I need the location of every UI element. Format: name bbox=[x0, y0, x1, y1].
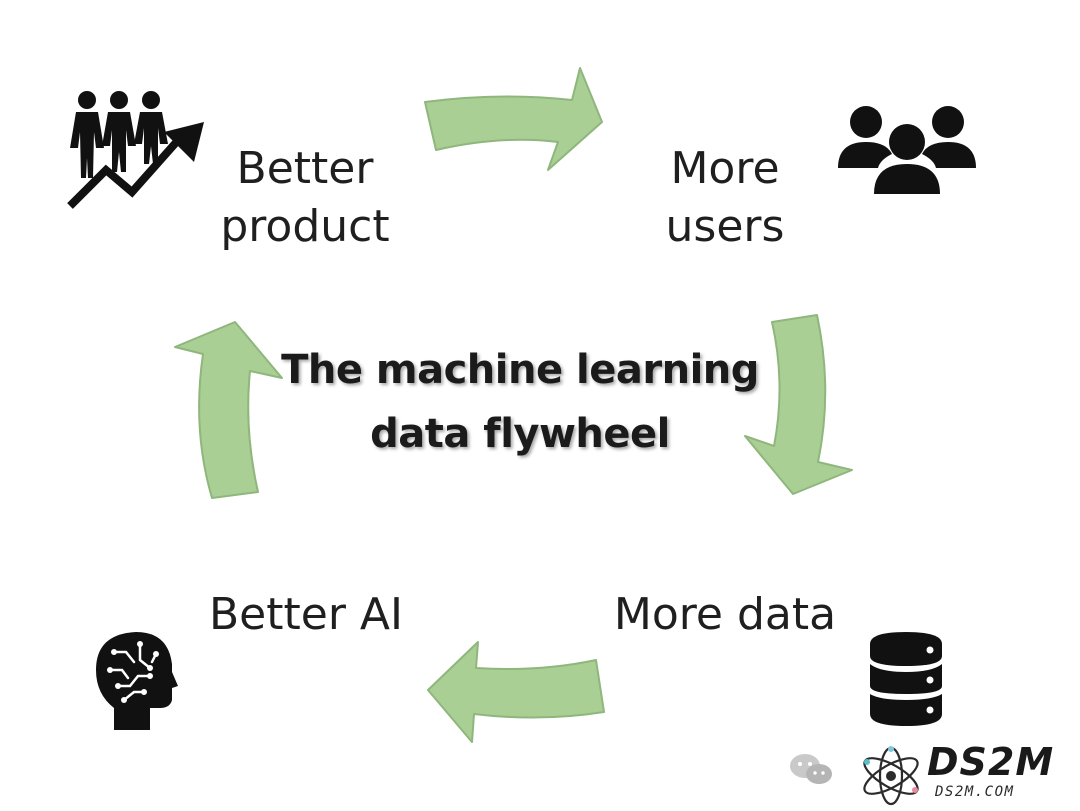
watermark-brand: DS2M bbox=[927, 740, 1055, 784]
node-label-line: Better bbox=[236, 143, 374, 194]
people-growth-icon bbox=[67, 91, 204, 209]
node-label-line: product bbox=[220, 201, 390, 252]
node-label-line: More bbox=[670, 143, 780, 194]
node-label-line: More data bbox=[613, 589, 837, 640]
diagram-title: The machine learning data flywheel bbox=[250, 338, 790, 466]
node-better-product: Better product bbox=[210, 140, 400, 256]
arrow-data-to-ai bbox=[427, 641, 605, 743]
node-better-ai: Better AI bbox=[200, 586, 412, 644]
database-icon bbox=[870, 632, 942, 726]
users-group-icon bbox=[838, 106, 976, 194]
arrow-users-to-data bbox=[744, 314, 853, 495]
node-more-data: More data bbox=[600, 586, 850, 644]
node-more-users: More users bbox=[640, 140, 810, 256]
node-label-line: Better AI bbox=[209, 589, 403, 640]
ai-head-icon bbox=[96, 632, 178, 730]
title-line: data flywheel bbox=[370, 411, 670, 457]
wechat-icon bbox=[790, 754, 832, 784]
title-line: The machine learning bbox=[281, 347, 759, 393]
arrow-ai-to-product bbox=[174, 321, 283, 499]
node-label-line: users bbox=[665, 201, 785, 252]
watermark-url: DS2M.COM bbox=[935, 784, 1015, 800]
arrow-product-to-users bbox=[424, 67, 603, 171]
atom-logo-icon bbox=[863, 746, 919, 806]
watermark: DS2M DS2M.COM bbox=[785, 742, 1075, 808]
